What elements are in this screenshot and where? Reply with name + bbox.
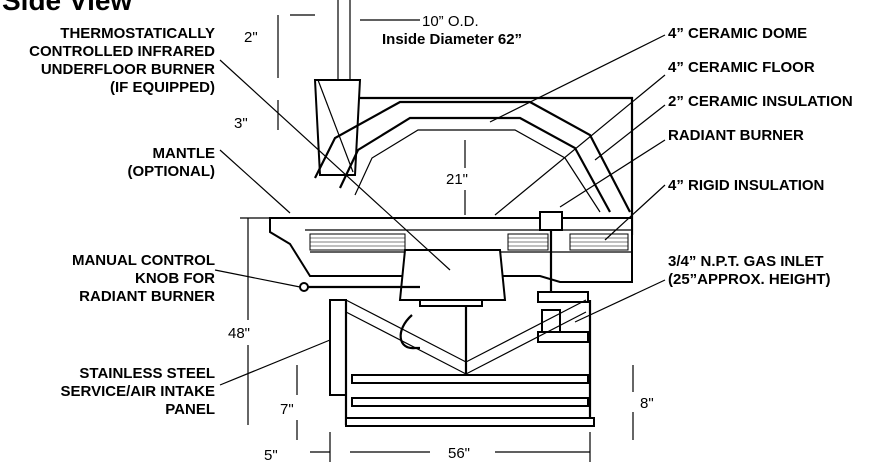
label-panel-2: SERVICE/AIR INTAKE [61, 383, 215, 400]
label-thermostat-3: UNDERFLOOR BURNER [41, 61, 215, 78]
label-mantle-1: MANTLE [153, 145, 216, 162]
label-gas-inlet-1: 3/4” N.P.T. GAS INLET [668, 253, 824, 270]
label-thermostat-4: (IF EQUIPPED) [110, 79, 215, 96]
label-manual-3: RADIANT BURNER [79, 288, 215, 305]
label-ceramic-insulation: 2” CERAMIC INSULATION [668, 93, 853, 110]
left-callouts: THERMOSTATICALLY CONTROLLED INFRARED UND… [29, 25, 215, 418]
dim-56in: 56" [448, 445, 470, 462]
label-ceramic-floor: 4” CERAMIC FLOOR [668, 59, 815, 76]
dim-7in: 7" [280, 401, 294, 418]
dim-8in: 8" [640, 395, 654, 412]
label-thermostat-1: THERMOSTATICALLY [60, 25, 215, 42]
dim-3in: 3" [234, 115, 248, 132]
label-panel-1: STAINLESS STEEL [79, 365, 215, 382]
label-radiant-burner: RADIANT BURNER [668, 127, 804, 144]
right-callouts: 4” CERAMIC DOME 4” CERAMIC FLOOR 2” CERA… [668, 25, 853, 288]
stand-frame [329, 299, 595, 427]
dim-5in: 5" [264, 447, 278, 462]
label-manual-1: MANUAL CONTROL [72, 252, 215, 269]
dimension-labels: 2" 3" 21" 48" 7" 5" 56" 8" [228, 29, 654, 464]
label-rigid-insulation: 4” RIGID INSULATION [668, 177, 824, 194]
label-ceramic-dome: 4” CERAMIC DOME [668, 25, 807, 42]
label-manual-2: KNOB FOR [135, 270, 215, 287]
label-thermostat-2: CONTROLLED INFRARED [29, 43, 215, 60]
dim-21in: 21" [446, 171, 468, 188]
underfloor-burner [398, 249, 507, 301]
flue [313, 0, 362, 176]
label-inside-diameter: Inside Diameter 62” [382, 31, 522, 48]
oven-shell [314, 96, 634, 235]
control-rod [299, 282, 420, 292]
burner-base [419, 299, 483, 307]
label-gas-inlet-2: (25”APPROX. HEIGHT) [668, 271, 831, 288]
label-mantle-2: (OPTIONAL) [128, 163, 216, 180]
label-panel-3: PANEL [165, 401, 215, 418]
dim-48in: 48" [228, 325, 250, 342]
diagram-title: Side View [2, 0, 132, 16]
leader-lines [214, 34, 666, 386]
dim-2in: 2" [244, 29, 258, 46]
dimension-lines [240, 14, 634, 462]
label-flue-od: 10” O.D. [422, 13, 479, 30]
